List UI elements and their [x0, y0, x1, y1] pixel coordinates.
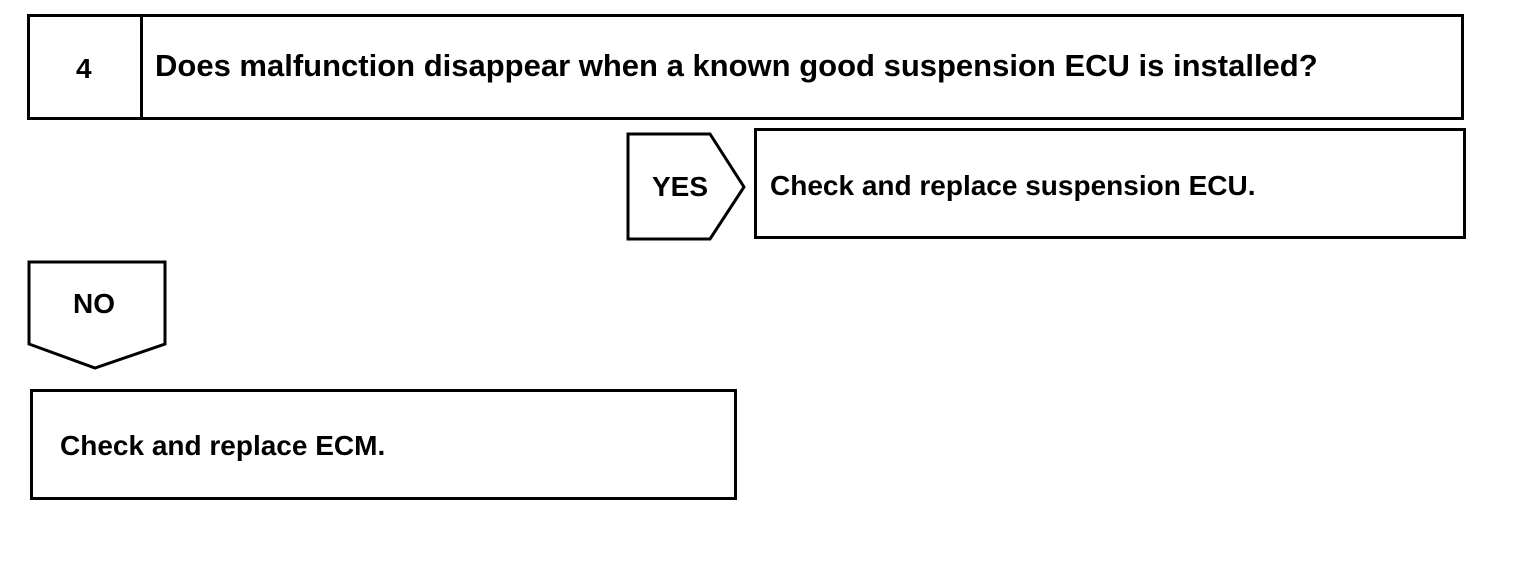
yes-result-box — [754, 128, 1466, 239]
step-number-cell — [27, 14, 143, 120]
yes-label: YES — [652, 171, 709, 202]
step-number: 4 — [76, 53, 92, 84]
yes-result-text: Check and replace suspension ECU. — [770, 170, 1256, 201]
no-arrow-tag — [27, 260, 167, 370]
no-label: NO — [73, 288, 115, 319]
no-result-text: Check and replace ECM. — [60, 430, 386, 461]
yes-arrow-tag — [626, 132, 746, 241]
step-question-box — [27, 14, 1464, 120]
step-question-text: Does malfunction disappear when a known … — [155, 48, 1318, 83]
no-result-box — [30, 389, 737, 500]
